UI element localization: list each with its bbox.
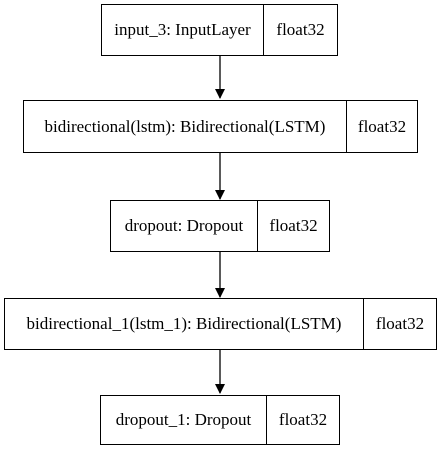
node-dropout-1-label: dropout_1: Dropout — [101, 396, 267, 444]
node-bidirectional-dtype: float32 — [357, 116, 407, 136]
node-input-3: input_3: InputLayer float32 — [101, 4, 338, 56]
node-dropout-dtype: float32 — [269, 216, 318, 235]
node-bidirectional-1-label: bidirectional_1(lstm_1): Bidirectional(L… — [5, 299, 364, 349]
node-dropout-label: dropout: Dropout — [111, 201, 258, 251]
node-bidirectional-1: bidirectional_1(lstm_1): Bidirectional(L… — [4, 298, 437, 350]
node-bidirectional-1-dtype: float32 — [375, 314, 425, 333]
node-input-3-label: input_3: InputLayer — [102, 5, 264, 55]
node-dropout-1: dropout_1: Dropout float32 — [100, 395, 340, 445]
node-bidirectional: bidirectional(lstm): Bidirectional(LSTM)… — [23, 100, 418, 153]
node-dropout: dropout: Dropout float32 — [110, 200, 330, 252]
node-bidirectional-label: bidirectional(lstm): Bidirectional(LSTM) — [24, 101, 347, 152]
node-dropout-1-dtype: float32 — [278, 410, 328, 429]
node-input-3-dtype: float32 — [276, 20, 325, 39]
